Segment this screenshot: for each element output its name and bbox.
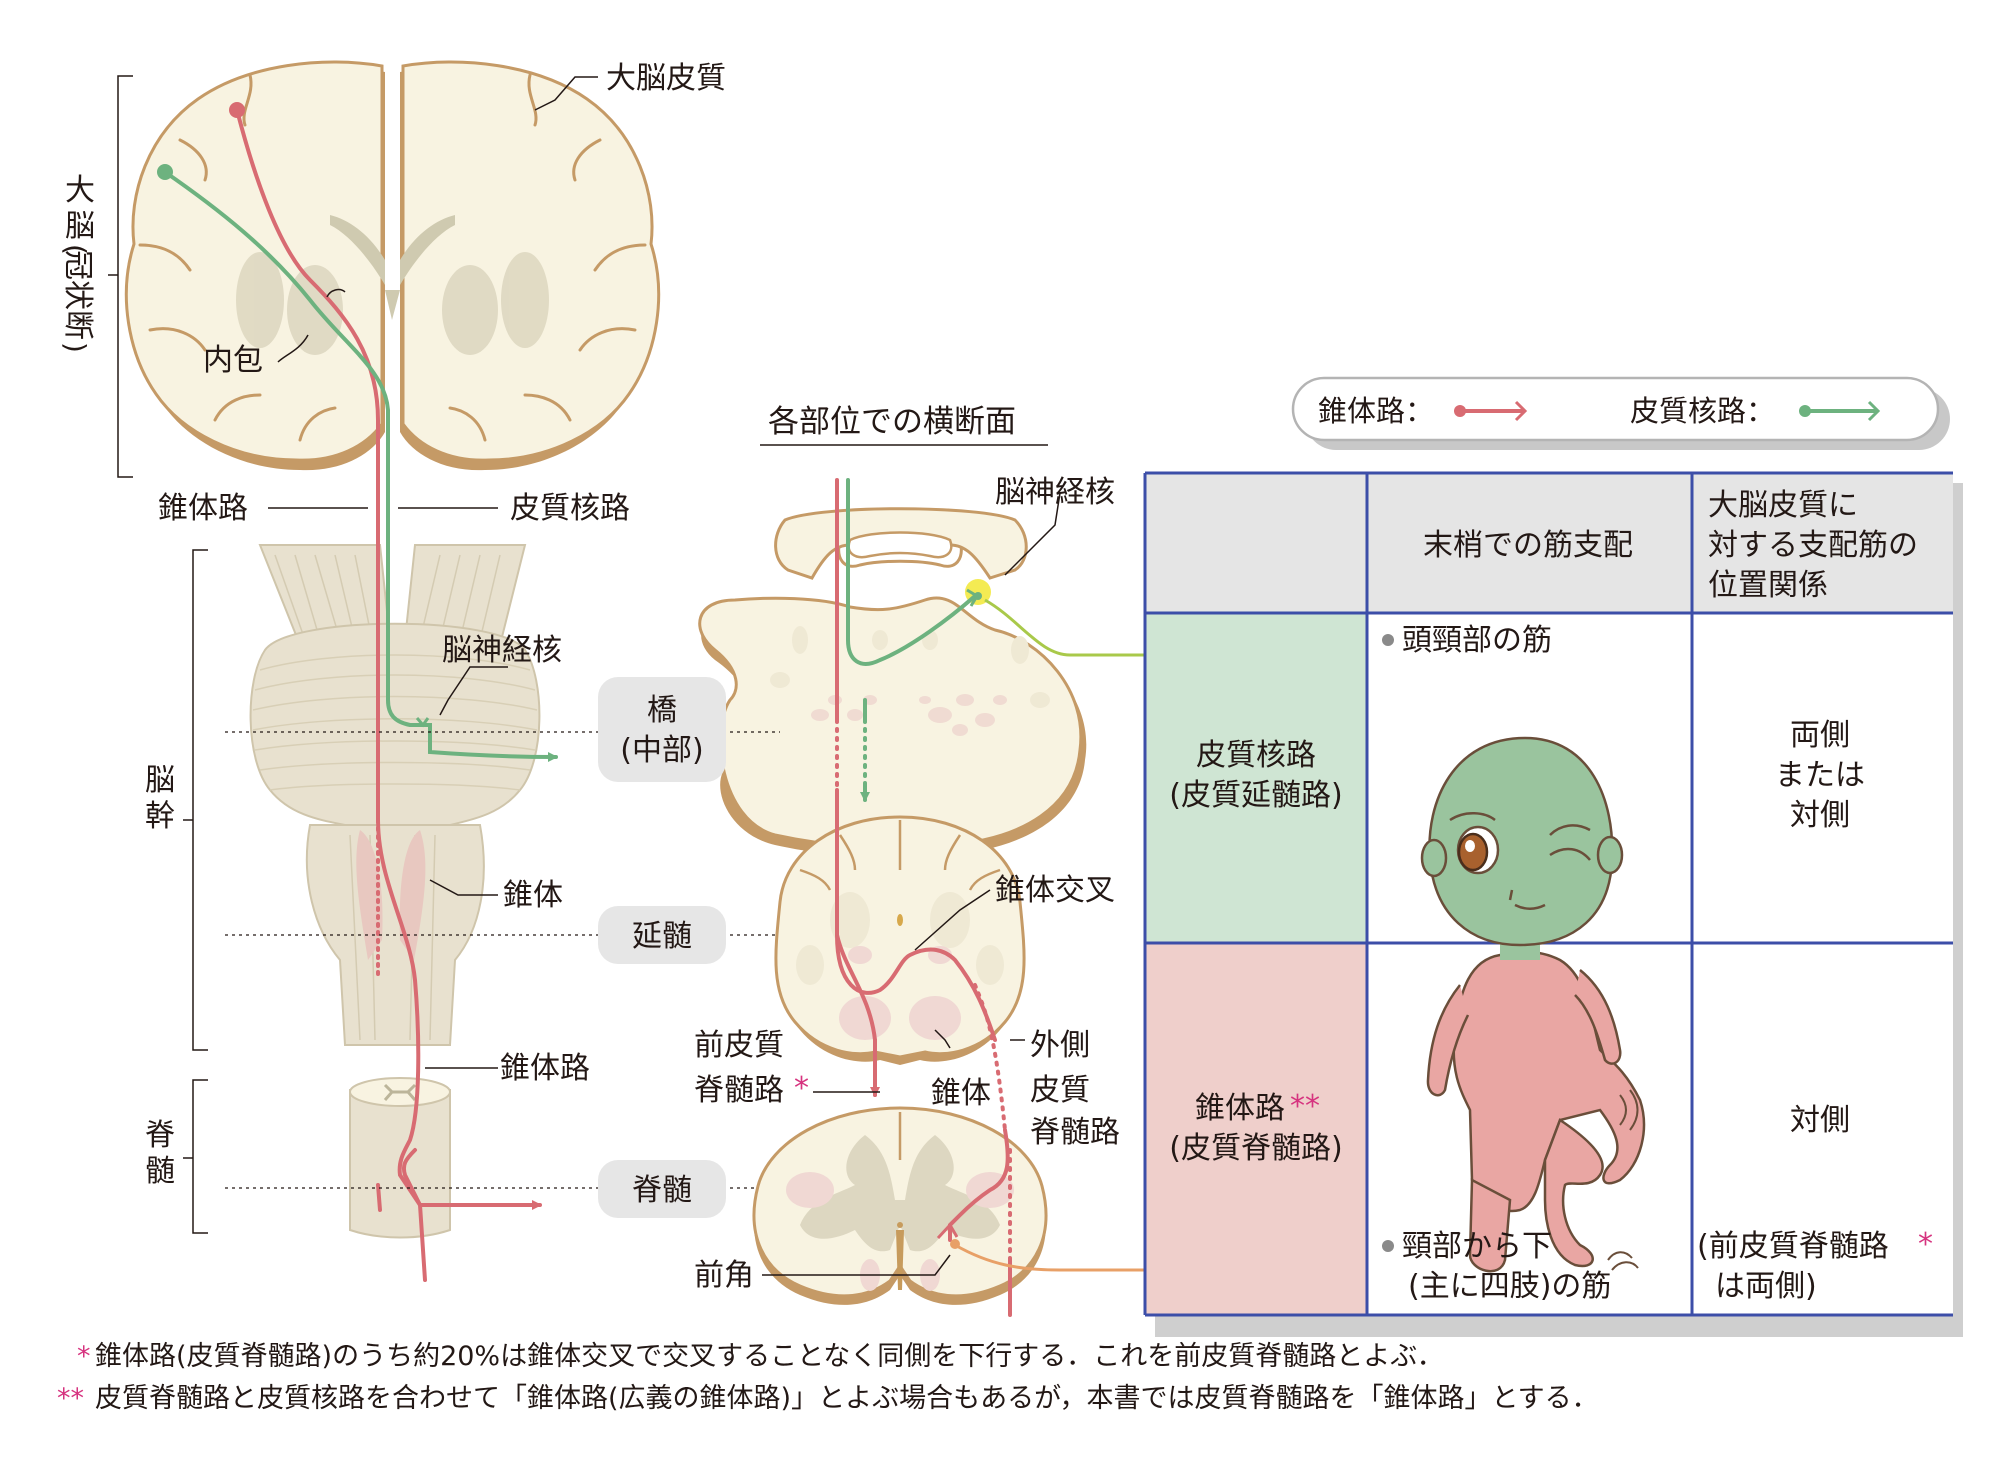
- label-lateral-cst-1: 外側: [1030, 1028, 1090, 1063]
- label-internal-capsule: 内包: [203, 343, 263, 378]
- bracket-brainstem: [183, 550, 208, 1050]
- level-pons-2: (中部): [620, 733, 703, 768]
- row2-name-1: 錐体路: [1195, 1091, 1285, 1126]
- table-head-col3-2: 対する支配筋の: [1708, 528, 1918, 563]
- footnote2: 皮質脊髄路と皮質核路を合わせて「錐体路(広義の錐体路)」とよぶ場合もあるが，本書…: [95, 1383, 1599, 1414]
- table-head-col3-3: 位置関係: [1708, 568, 1828, 603]
- brain-coronal-illustration: [126, 62, 658, 470]
- label-cortex: 大脳皮質: [606, 61, 726, 96]
- label-spinal-2: 髄: [145, 1154, 175, 1189]
- level-medulla: 延髄: [632, 919, 692, 954]
- label-cranial-nerve-nuclei-2: 脳神経核: [995, 475, 1115, 510]
- bracket-spinal: [183, 1080, 208, 1233]
- label-brainstem-1: 脳: [145, 763, 175, 798]
- pons-cross-section: [700, 509, 1087, 858]
- row1-name-1: 皮質核路: [1196, 738, 1316, 773]
- row2-relation-2: (前皮質脊髄路: [1697, 1229, 1889, 1264]
- row2-name-2: (皮質脊髄路): [1169, 1131, 1342, 1166]
- row2-relation-1: 対側: [1790, 1103, 1850, 1138]
- table-head-col3-1: 大脳皮質に: [1708, 488, 1858, 523]
- label-pyramid: 錐体: [503, 878, 563, 913]
- anterior-cst-asterisk: *: [794, 1071, 809, 1106]
- footnote1-mark: *: [77, 1341, 91, 1372]
- paren-coronal-close: ): [59, 342, 92, 353]
- row2-relation-asterisk: *: [1918, 1227, 1933, 1262]
- brainstem-illustration: [251, 545, 540, 1045]
- label-cerebrum-1: 大: [65, 173, 95, 208]
- row2-name-asterisk: **: [1290, 1089, 1320, 1124]
- row1-relation-1: 両側: [1790, 718, 1850, 753]
- row1-name-2: (皮質延髄路): [1169, 778, 1342, 813]
- label-lateral-cst-3: 脊髄路: [1030, 1115, 1120, 1150]
- label-brainstem-2: 幹: [145, 799, 175, 834]
- row1-muscle: 頭頸部の筋: [1402, 623, 1552, 658]
- table-head-col2: 末梢での筋支配: [1423, 528, 1633, 563]
- label-lateral-cst-2: 皮質: [1030, 1073, 1090, 1108]
- label-cranial-nerve-nuclei: 脳神経核: [442, 633, 562, 668]
- row1-relation-2: または: [1775, 758, 1865, 793]
- paren-coronal-open: (: [59, 244, 92, 255]
- label-pyramidal-decussation: 錐体交叉: [995, 873, 1115, 908]
- footnote1: 錐体路(皮質脊髄路)のうち約20%は錐体交叉で交叉することなく同側を下行する．こ…: [95, 1341, 1444, 1372]
- footnote2-mark: **: [57, 1383, 84, 1414]
- label-spinal-1: 脊: [145, 1118, 175, 1153]
- level-pons-1: 橋: [647, 693, 677, 728]
- label-pyramidal-tract: 錐体路: [158, 491, 248, 526]
- label-anterior-horn: 前角: [694, 1258, 754, 1293]
- legend-corticonuclear-label: 皮質核路：: [1630, 394, 1775, 428]
- label-coronal: 冠状断: [60, 250, 95, 340]
- label-anterior-cst-2: 脊髄路: [694, 1073, 784, 1108]
- label-corticonuclear-tract: 皮質核路: [510, 491, 630, 526]
- row2-muscle-2: (主に四肢)の筋: [1408, 1269, 1611, 1304]
- label-anterior-cst-1: 前皮質: [694, 1028, 784, 1063]
- label-pyramidal-tract-lower: 錐体路: [500, 1051, 590, 1086]
- legend-pyramidal-label: 錐体路：: [1318, 394, 1434, 428]
- label-pyramid-2: 錐体: [931, 1076, 991, 1111]
- medulla-cross-section: [776, 817, 1024, 1065]
- row2-relation-3: は両側): [1715, 1269, 1817, 1304]
- row2-muscle-1: 頸部から下: [1402, 1229, 1552, 1264]
- label-cerebrum-2: 脳: [65, 209, 95, 244]
- level-spinal: 脊髄: [632, 1173, 692, 1208]
- cross-section-title: 各部位での横断面: [768, 404, 1016, 440]
- row1-relation-3: 対側: [1790, 798, 1850, 833]
